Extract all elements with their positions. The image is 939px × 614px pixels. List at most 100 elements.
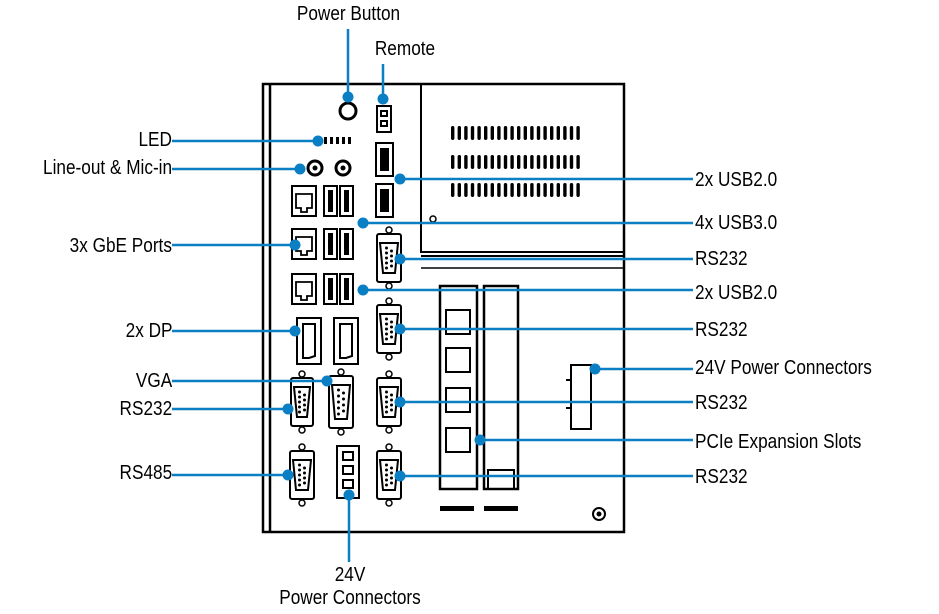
dsub-pin	[390, 466, 393, 470]
leader-dot	[312, 135, 324, 147]
dsub-pin	[342, 409, 345, 413]
dsub-pin	[298, 400, 301, 404]
label-rs232-r3: RS232	[695, 392, 748, 414]
dsub-pin	[298, 410, 301, 414]
dsub-pin	[385, 390, 388, 394]
dsub-pin	[303, 398, 306, 402]
vent-slot	[550, 183, 554, 197]
dsub-pin	[337, 406, 340, 410]
vent-slot	[563, 183, 567, 197]
pcie-slots	[438, 284, 520, 511]
leader-dot	[394, 396, 406, 408]
vent-slot	[523, 126, 527, 140]
dsub-screw	[385, 297, 393, 305]
vent-slot	[569, 126, 574, 140]
dsub-pin	[342, 397, 345, 401]
dsub-pin	[390, 330, 393, 334]
chassis-screw	[429, 215, 437, 223]
vent-slot	[490, 126, 494, 140]
vent-slot	[497, 183, 501, 197]
vent-slot	[569, 155, 574, 169]
vent-slot	[517, 155, 521, 169]
dsub-pin	[385, 322, 388, 326]
vent-slot	[536, 155, 541, 169]
vent-slot	[497, 126, 501, 140]
vent-slot	[490, 155, 494, 169]
dsub-screw	[385, 426, 393, 434]
dsub-pin	[385, 261, 388, 265]
vent-grid	[451, 126, 580, 197]
usb-port	[339, 185, 354, 217]
label-power-bottom-1: 24V	[334, 564, 366, 586]
usb-tongue	[344, 190, 349, 212]
vent-slot	[550, 126, 554, 140]
vent-slot	[457, 155, 461, 169]
dsub-screw	[385, 282, 393, 290]
label-power-bottom-2: Power Connectors	[279, 587, 421, 609]
vent-slot	[510, 183, 514, 197]
vent-slot	[563, 155, 567, 169]
label-power-button: Power Button	[296, 3, 401, 25]
dsub-pin	[303, 466, 306, 470]
leader-dot	[394, 253, 406, 265]
dsub-pin	[298, 463, 301, 467]
dsub-pin	[337, 400, 340, 404]
dsub-pin	[303, 481, 306, 485]
vent-slot	[470, 126, 475, 140]
dsub-screw	[385, 443, 393, 451]
power-connector-right	[566, 364, 592, 430]
dsub-pin	[390, 398, 393, 402]
vent-slot	[530, 126, 534, 140]
leader-dot	[589, 363, 601, 375]
leader-lines	[172, 29, 693, 562]
vent-slot	[576, 155, 580, 169]
vent-slot	[576, 126, 580, 140]
dsub-pin	[303, 393, 306, 397]
leader-dot	[282, 403, 294, 415]
dsub-pin	[298, 395, 301, 399]
usb-tongue	[344, 233, 349, 255]
dsub-shell	[290, 377, 314, 427]
label-vga: VGA	[135, 370, 172, 392]
vent-slot	[569, 183, 574, 197]
usb-tongue	[344, 278, 349, 300]
dsub-pin	[303, 471, 306, 475]
dsub-pin	[385, 410, 388, 414]
vent-slot	[477, 155, 481, 169]
vent-slot	[576, 183, 580, 197]
usb-port	[323, 185, 338, 217]
vent-slot	[470, 183, 475, 197]
vent-slot	[543, 183, 547, 197]
vent-slot	[523, 155, 527, 169]
dsub-pin	[385, 473, 388, 477]
dsub-pin	[385, 256, 388, 260]
dsub-screw	[298, 426, 306, 434]
vent-slot	[490, 183, 494, 197]
label-remote: Remote	[374, 38, 436, 60]
rj45-socket	[295, 236, 313, 256]
dsub-face	[330, 384, 352, 420]
vent-slot	[556, 126, 560, 140]
dsub-pin	[303, 403, 306, 407]
dsub-pin	[390, 249, 393, 253]
dsub-pin	[390, 408, 393, 412]
dsub-pin	[385, 246, 388, 250]
dsub-face	[378, 313, 400, 345]
vent-slot	[543, 126, 547, 140]
dsub-screw	[385, 499, 393, 507]
dsub-pin	[385, 337, 388, 341]
dsub-pin	[385, 478, 388, 482]
vent-slot	[550, 155, 554, 169]
label-usb20-top: 2x USB2.0	[695, 169, 778, 191]
usb-port	[339, 273, 354, 305]
rj45-socket	[295, 281, 313, 301]
label-rs232-r4: RS232	[695, 466, 748, 488]
leader-dot	[394, 470, 406, 482]
dsub-pin	[385, 400, 388, 404]
usb-port	[323, 273, 338, 305]
dsub-screw	[385, 226, 393, 234]
dsub-pin	[342, 391, 345, 395]
vent-slot	[484, 183, 488, 197]
dsub-pin	[385, 395, 388, 399]
dsub-shell	[328, 375, 354, 429]
